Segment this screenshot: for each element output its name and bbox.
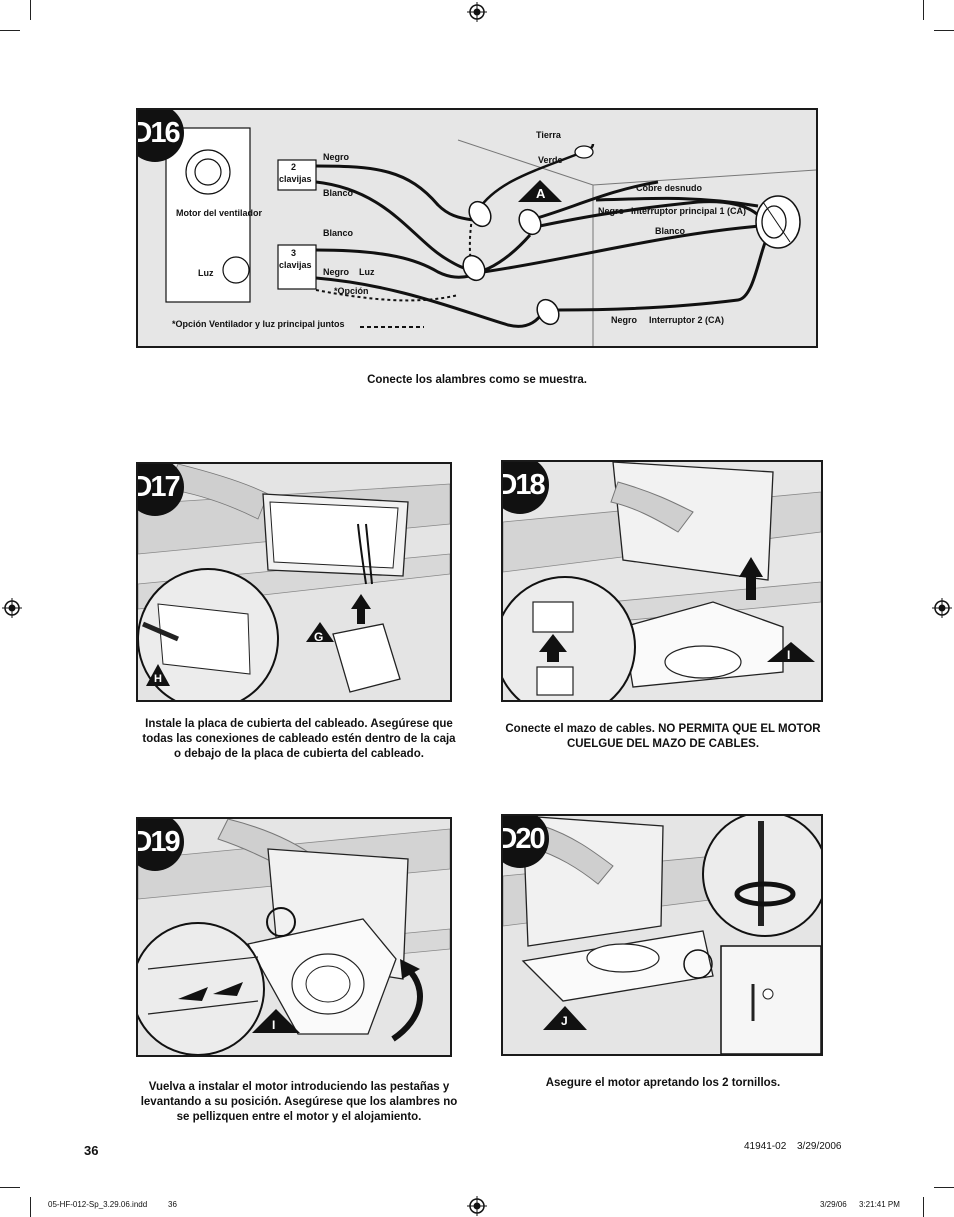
d16-wiring-diagram: D16 Motor del ventilador Luz 2 clavijas … — [136, 108, 818, 348]
slug-page: 36 — [168, 1200, 177, 1209]
wire-label-tierra: Tierra — [536, 130, 561, 140]
crop-mark — [30, 1197, 31, 1217]
marker-j: J — [561, 1014, 568, 1028]
plug-3-number: 3 — [291, 248, 297, 258]
wire-label-negro: Negro — [598, 206, 625, 216]
wire-label-cobre: Cobre desnudo — [636, 183, 703, 193]
d18-caption: Conecte el mazo de cables. NO PERMITA QU… — [505, 723, 821, 750]
step-badge-d16: D16 — [138, 110, 184, 162]
crop-mark — [0, 30, 20, 31]
plug-2-number: 2 — [291, 162, 297, 172]
crop-mark — [923, 0, 924, 20]
option-note: *Opción Ventilador y luz principal junto… — [172, 319, 345, 329]
marker-g: G — [314, 630, 324, 644]
light-label: Luz — [198, 268, 214, 278]
registration-mark-icon — [467, 1196, 487, 1216]
step-badge-d18: D18 — [503, 462, 549, 514]
wire-label-option: *Opción — [334, 286, 369, 296]
d17-wiring-cover-illustration: D17 G H — [136, 462, 452, 702]
step-badge-d17: D17 — [138, 464, 184, 516]
fan-motor-label: Motor del ventilador — [176, 208, 263, 218]
cover-plate-drawing — [138, 464, 450, 700]
wire-label-negro: Negro — [611, 315, 638, 325]
registration-mark-icon — [467, 2, 487, 22]
marker-a: A — [536, 186, 546, 201]
d16-caption: Conecte los alambres como se muestra. — [367, 374, 587, 386]
plug-3-label: clavijas — [279, 260, 312, 270]
d20-caption: Asegure el motor apretando los 2 tornill… — [545, 1077, 781, 1089]
registration-mark-icon — [932, 598, 952, 618]
d17-caption: Instale la placa de cubierta del cablead… — [142, 718, 456, 760]
switch-1-label: Interruptor principal 1 (CA) — [631, 206, 747, 216]
plug-2-label: clavijas — [279, 174, 312, 184]
crop-mark — [923, 1197, 924, 1217]
wire-label-blanco: Blanco — [323, 228, 354, 238]
crop-mark — [0, 1187, 20, 1188]
d20-secure-motor-illustration: D20 J — [501, 814, 823, 1056]
marker-i: I — [272, 1018, 276, 1032]
slug-time: 3:21:41 PM — [859, 1200, 900, 1209]
wire-label-blanco: Blanco — [323, 188, 354, 198]
doc-code: 41941-02 — [744, 1141, 787, 1152]
switch-2-label: Interruptor 2 (CA) — [649, 315, 724, 325]
slug-date: 3/29/06 — [820, 1200, 847, 1209]
wire-label-negro: Negro — [323, 267, 350, 277]
dashed-line — [360, 326, 424, 328]
page-number: 36 — [84, 1143, 99, 1158]
slug-file: 05-HF-012-Sp_3.29.06.indd — [48, 1200, 148, 1209]
d18-harness-illustration: D18 I — [501, 460, 823, 702]
wire-label-verde: Verde — [538, 155, 563, 165]
wire-label-blanco: Blanco — [655, 226, 686, 236]
harness-drawing — [503, 462, 821, 700]
marker-i: I — [787, 648, 791, 662]
wire-label-luz: Luz — [359, 267, 375, 277]
d19-reinstall-motor-illustration: D19 I — [136, 817, 452, 1057]
wire-label-negro: Negro — [323, 152, 350, 162]
wiring-drawing — [165, 127, 816, 346]
d19-caption: Vuelva a instalar el motor introduciendo… — [140, 1081, 458, 1123]
marker-h: H — [154, 673, 162, 685]
motor-reinstall-drawing — [138, 819, 450, 1055]
crop-mark — [30, 0, 31, 20]
crop-mark — [934, 1187, 954, 1188]
crop-mark — [934, 30, 954, 31]
secure-motor-drawing — [503, 816, 821, 1054]
registration-mark-icon — [2, 598, 22, 618]
doc-date: 3/29/2006 — [797, 1141, 842, 1152]
